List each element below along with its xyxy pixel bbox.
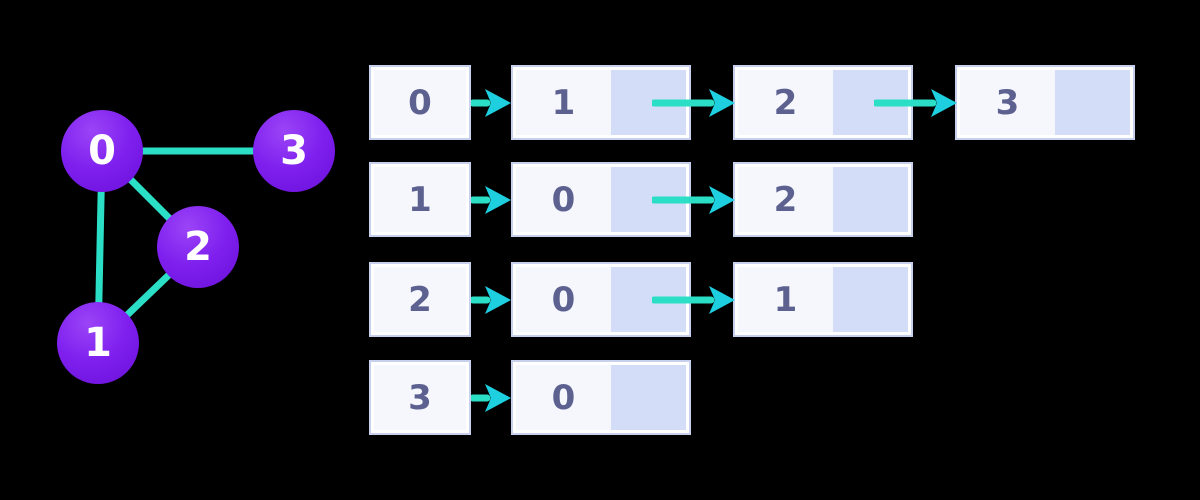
node-value: 0 (551, 179, 576, 220)
head-box-2: 2 (369, 262, 471, 337)
arrow-right-icon (471, 285, 511, 314)
node-pointer-cell (1055, 70, 1130, 135)
head-box-0: 0 (369, 65, 471, 140)
arrow-right-icon (471, 88, 511, 117)
list-node-box: 0 (511, 162, 735, 237)
graph-node-label: 3 (280, 128, 308, 174)
node-data-cell: 2 (738, 70, 833, 135)
graph-node-label: 1 (84, 320, 112, 366)
list-node-box: 1 (733, 262, 913, 337)
arrow-right-icon (471, 383, 511, 412)
graph-node-3: 3 (253, 110, 335, 192)
graph-node-0: 0 (61, 110, 143, 192)
node-value: 1 (551, 82, 576, 123)
node-value: 3 (995, 82, 1020, 123)
node-data-cell: 0 (516, 267, 611, 332)
node-pointer-cell (833, 267, 908, 332)
adjacency-row-1: 1 0 2 (369, 162, 913, 237)
node-data-cell: 1 (516, 70, 611, 135)
node-value: 2 (773, 82, 798, 123)
node-value: 1 (773, 279, 798, 320)
list-node-box: 2 (733, 65, 957, 140)
list-node-box: 1 (511, 65, 735, 140)
node-pointer-cell (833, 167, 908, 232)
list-node-box: 0 (511, 262, 735, 337)
head-box-3: 3 (369, 360, 471, 435)
head-box-value: 3 (408, 377, 432, 418)
node-data-cell: 3 (960, 70, 1055, 135)
node-data-cell: 2 (738, 167, 833, 232)
node-data-cell: 0 (516, 365, 611, 430)
arrow-right-icon (471, 185, 511, 214)
node-value: 0 (551, 377, 576, 418)
node-pointer-cell (833, 70, 908, 135)
adjacency-row-0: 0 1 2 3 (369, 65, 1135, 140)
graph-node-label: 2 (184, 224, 212, 270)
node-pointer-cell (611, 70, 686, 135)
node-pointer-cell (611, 267, 686, 332)
head-box-value: 2 (408, 279, 432, 320)
graph-node-label: 0 (88, 128, 116, 174)
head-box-value: 1 (408, 179, 432, 220)
list-node-box: 0 (511, 360, 691, 435)
adjacency-row-2: 2 0 1 (369, 262, 913, 337)
list-node-box: 2 (733, 162, 913, 237)
node-pointer-cell (611, 365, 686, 430)
head-box-value: 0 (408, 82, 432, 123)
graph-node-2: 2 (157, 206, 239, 288)
node-value: 0 (551, 279, 576, 320)
node-pointer-cell (611, 167, 686, 232)
node-data-cell: 0 (516, 167, 611, 232)
list-node-box: 3 (955, 65, 1135, 140)
node-data-cell: 1 (738, 267, 833, 332)
graph-node-1: 1 (57, 302, 139, 384)
head-box-1: 1 (369, 162, 471, 237)
node-value: 2 (773, 179, 798, 220)
